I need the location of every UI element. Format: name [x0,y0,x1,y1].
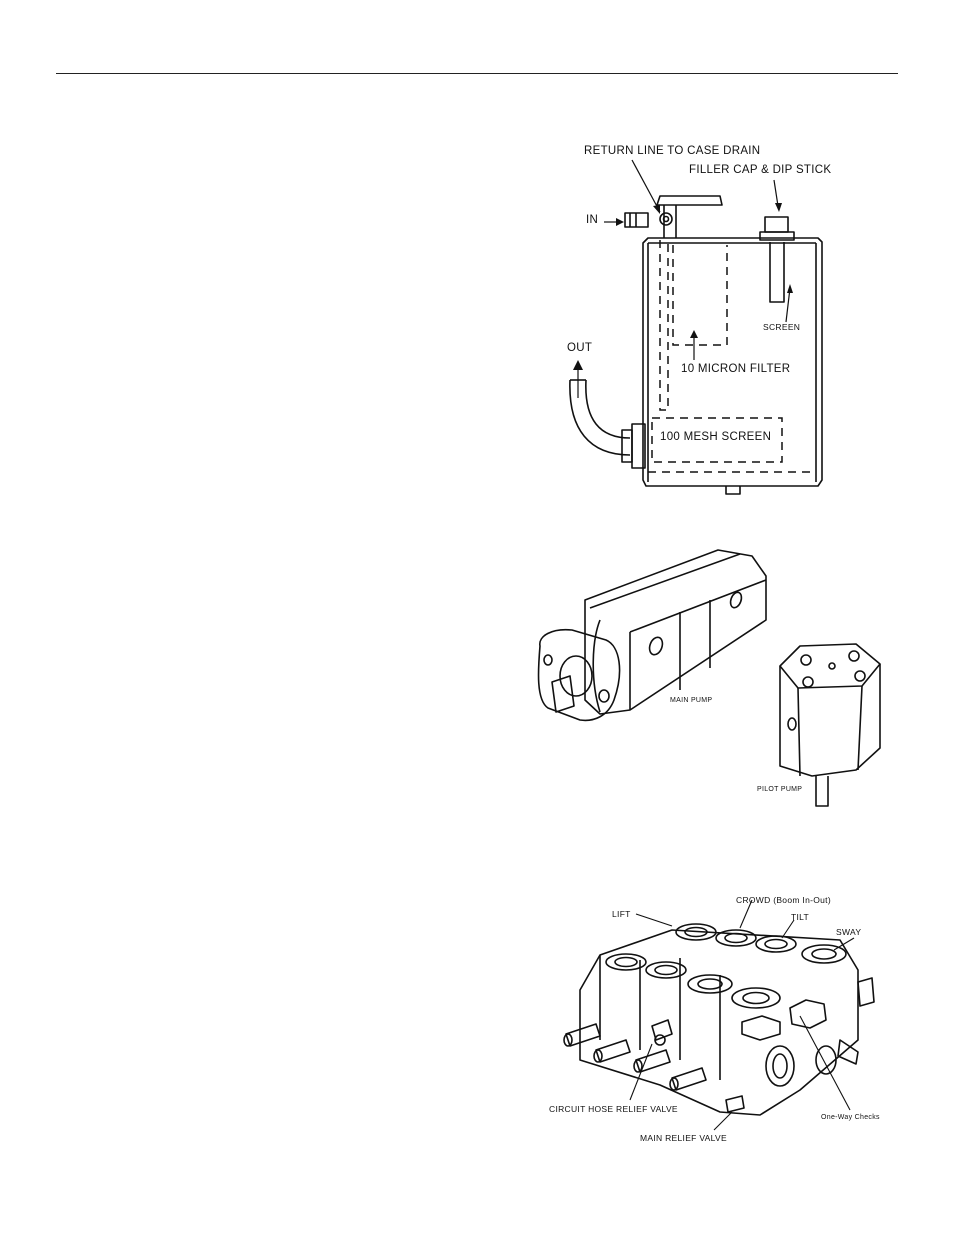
main-relief-label: MAIN RELIEF VALVE [640,1133,727,1143]
in-label: IN [586,214,599,226]
return-line-label: RETURN LINE TO CASE DRAIN [584,145,761,157]
filler-cap-label: FILLER CAP & DIP STICK [689,164,832,176]
screen-label: SCREEN [763,322,801,332]
control-valve-illustration [563,899,875,1131]
micron-filter-label: 10 MICRON FILTER [681,363,791,375]
main-pump-label: MAIN PUMP [670,697,713,704]
tilt-label: TILT [791,912,810,922]
one-way-checks-label: One-Way Checks [821,1114,880,1121]
crowd-label: CROWD (Boom In-Out) [736,895,831,905]
circuit-hose-relief-label: CIRCUIT HOSE RELIEF VALVE [549,1104,678,1114]
mesh-screen-label: 100 MESH SCREEN [660,431,772,443]
lift-label: LIFT [612,909,631,919]
out-label: OUT [567,342,593,354]
sway-label: SWAY [836,927,862,937]
pilot-pump-label: PILOT PUMP [757,786,803,793]
header-rule [56,73,898,74]
pumps-illustration [537,549,881,807]
hydraulic-reservoir-illustration [569,159,823,495]
